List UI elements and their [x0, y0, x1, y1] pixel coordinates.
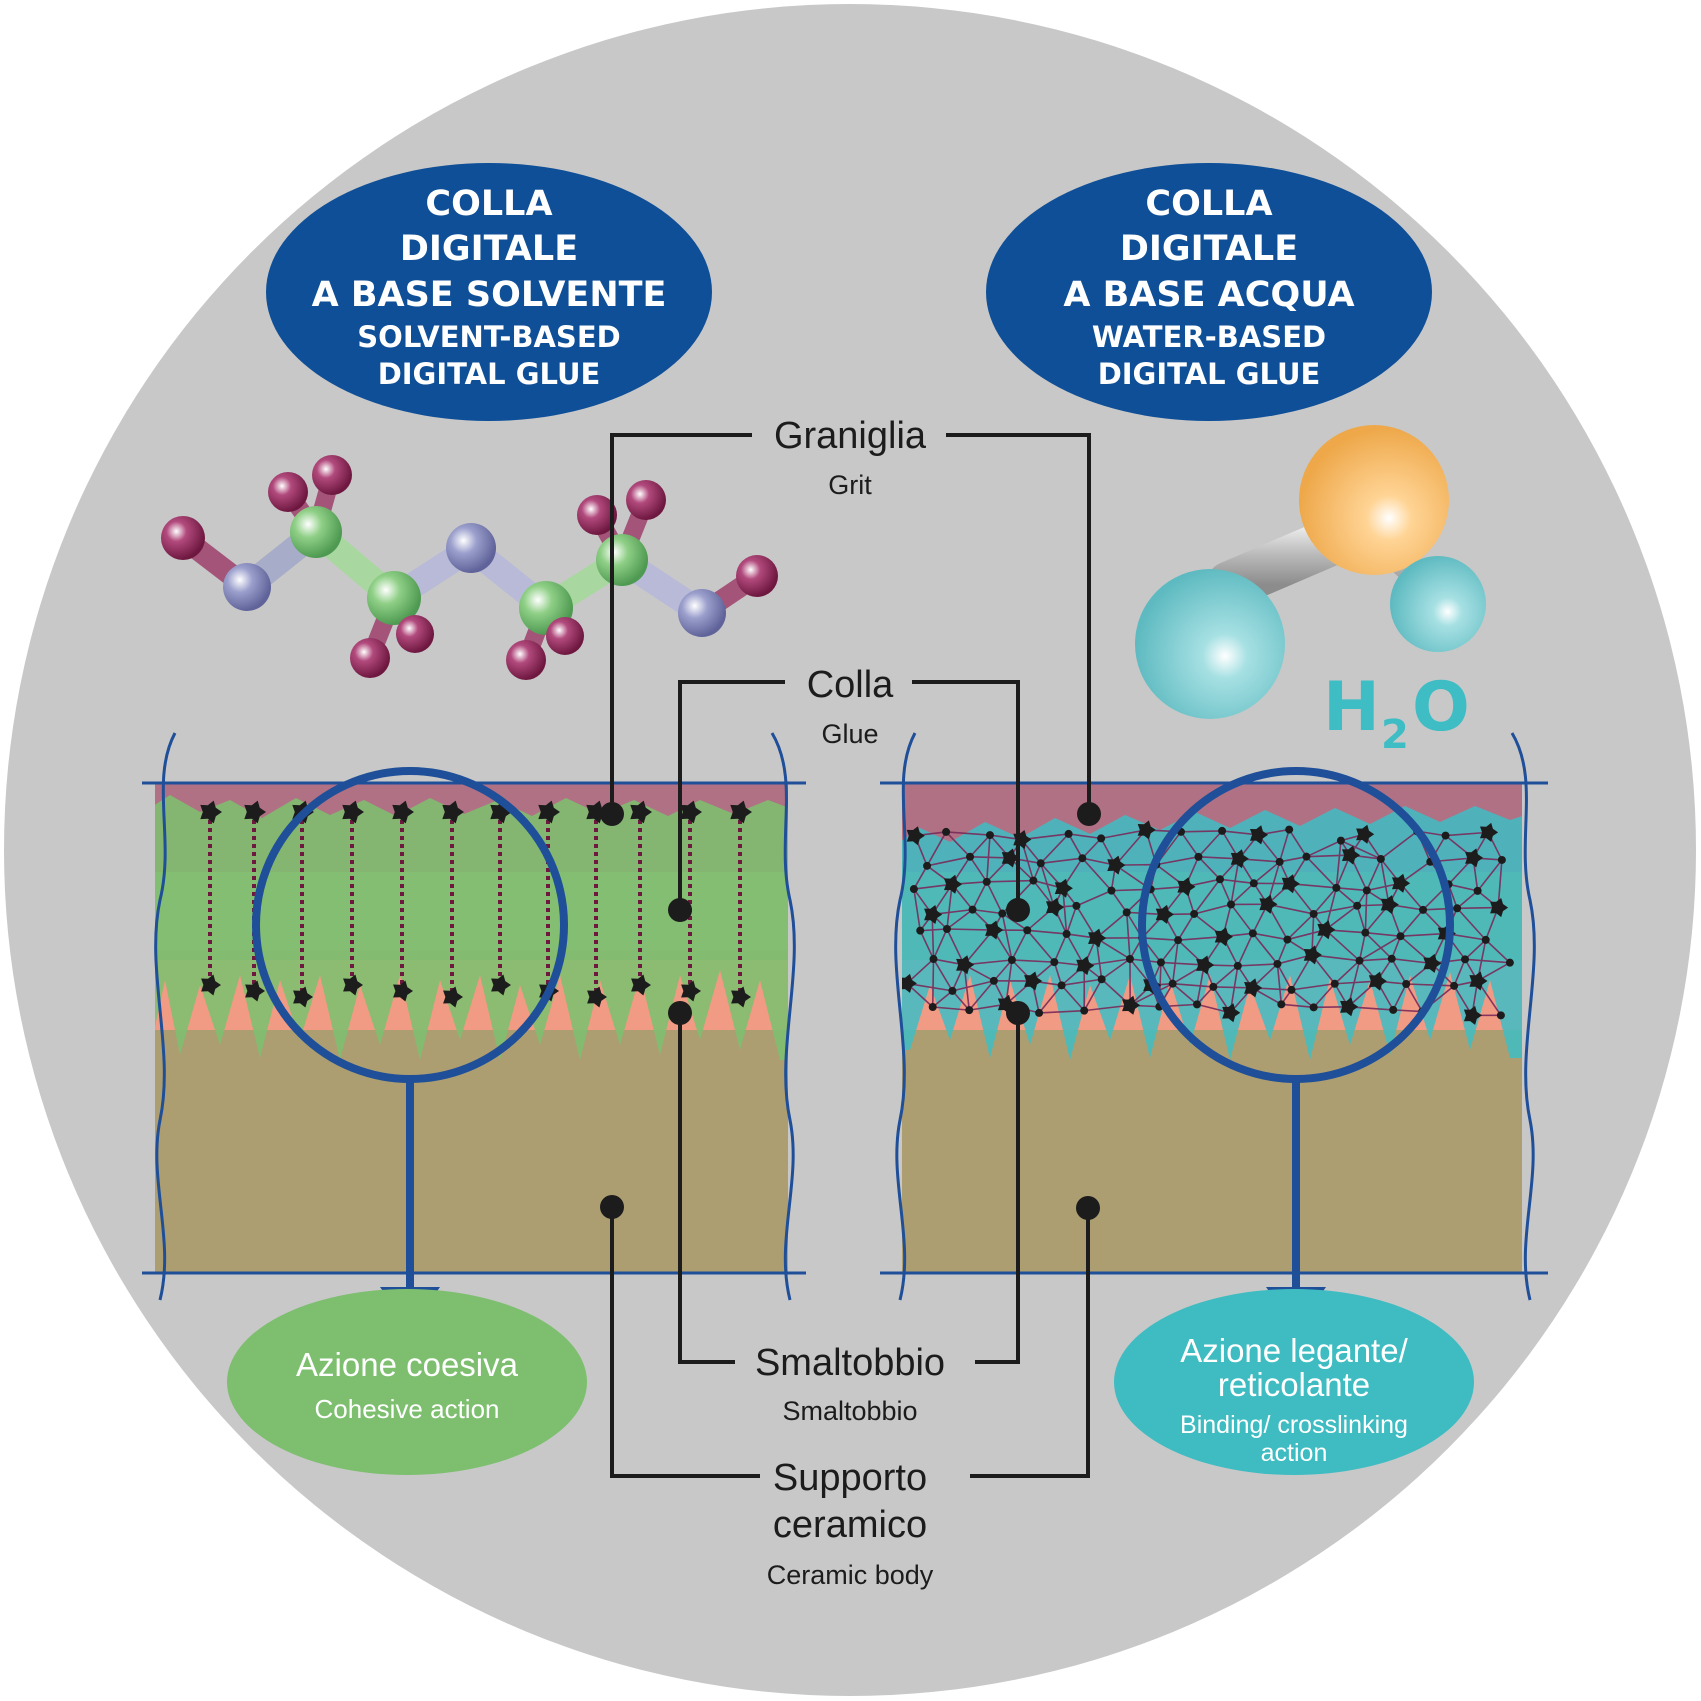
engobe-leader-left [678, 1013, 735, 1364]
binding-action-label-line-1: Azione legante/ [1180, 1332, 1408, 1369]
engobe-label: Smaltobbio [755, 1342, 945, 1384]
right-crosslink-network [902, 820, 1514, 1025]
water-formula-o: O [1412, 668, 1470, 747]
binding-action-oval: Azione legante/ reticolante Binding/ cro… [1114, 1289, 1474, 1475]
water-molecule-icon [1135, 425, 1486, 719]
body-sublabel: Ceramic body [767, 1560, 934, 1590]
water-formula: H 2 O [1323, 668, 1470, 758]
right-title-line-4: WATER-BASED [1092, 320, 1326, 354]
glue-sublabel: Glue [821, 719, 878, 749]
glue-leader-right [912, 680, 1020, 910]
left-title-line-3: A BASE SOLVENTE [312, 275, 667, 315]
left-title-line-5: DIGITAL GLUE [378, 357, 601, 391]
left-title-line-2: DIGITALE [400, 229, 578, 269]
left-cross-section [142, 732, 806, 1330]
body-label-line-2: ceramico [773, 1504, 927, 1546]
grit-label: Graniglia [774, 415, 927, 457]
binding-action-sublabel-line-2: action [1261, 1439, 1328, 1467]
solvent-molecule-icon [161, 455, 778, 680]
grit-sublabel: Grit [828, 470, 872, 500]
leader-dots [600, 802, 1101, 1220]
body-label-line-1: Supporto [773, 1457, 927, 1499]
cohesive-action-oval: Azione coesiva Cohesive action [227, 1289, 587, 1475]
engobe-sublabel: Smaltobbio [782, 1396, 917, 1426]
right-title-oval: COLLA DIGITALE A BASE ACQUA WATER-BASED … [986, 163, 1432, 421]
left-title-oval: COLLA DIGITALE A BASE SOLVENTE SOLVENT-B… [266, 163, 712, 421]
binding-action-sublabel-line-1: Binding/ crosslinking [1180, 1411, 1408, 1439]
cohesive-action-label: Azione coesiva [296, 1346, 519, 1383]
glue-leader-left [678, 680, 785, 910]
water-formula-h: H [1323, 668, 1380, 747]
right-title-line-1: COLLA [1145, 184, 1272, 224]
leader-lines [610, 433, 1091, 1478]
left-title-line-1: COLLA [425, 184, 552, 224]
binding-action-label-line-2: reticolante [1218, 1366, 1370, 1403]
body-leader-left [610, 1207, 760, 1478]
right-cross-section [880, 732, 1548, 1330]
right-title-line-2: DIGITALE [1120, 229, 1298, 269]
left-title-line-4: SOLVENT-BASED [357, 320, 620, 354]
grit-leader-right [946, 433, 1091, 814]
glue-label: Colla [807, 664, 894, 706]
body-leader-right [970, 1208, 1090, 1478]
right-title-line-5: DIGITAL GLUE [1098, 357, 1321, 391]
engobe-leader-right [975, 1013, 1020, 1364]
water-formula-subscript: 2 [1381, 712, 1409, 758]
grit-leader-left [610, 433, 752, 814]
cohesive-action-sublabel: Cohesive action [315, 1394, 500, 1424]
right-title-line-3: A BASE ACQUA [1063, 275, 1354, 315]
